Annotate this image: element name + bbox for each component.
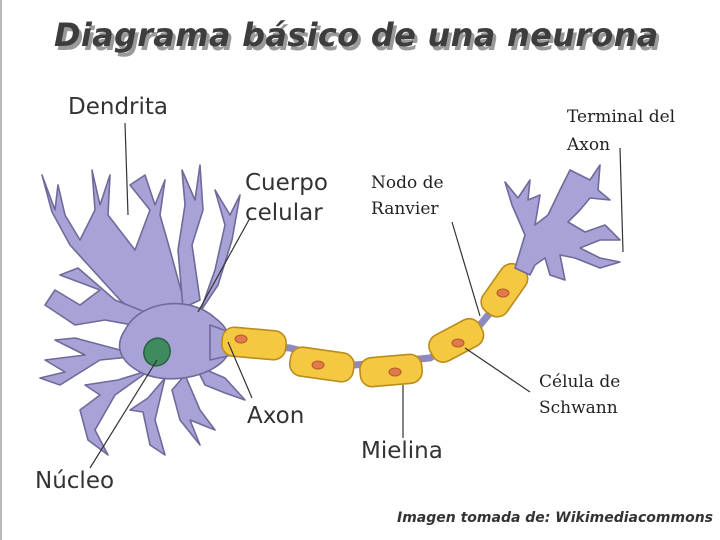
schwann-nuclei <box>234 288 510 377</box>
label-schwann-1: Célula de <box>539 372 621 392</box>
leader-lines <box>89 122 624 469</box>
label-schwann-2: Schwann <box>539 398 618 418</box>
slide-title: Diagrama básico de una neurona <box>54 16 659 54</box>
label-cuerpo-celular-2: celular <box>245 200 323 226</box>
label-mielina: Mielina <box>361 438 443 464</box>
cell-body-dendrites <box>39 164 246 456</box>
axon-terminal <box>504 164 621 281</box>
label-nodo-2: Ranvier <box>371 199 439 219</box>
label-nucleo: Núcleo <box>35 468 115 494</box>
slide-border <box>0 0 2 540</box>
title-shadow: Diagrama básico de una neurona <box>57 20 662 58</box>
label-terminal-2: Axon <box>567 135 611 155</box>
image-credit: Imagen tomada de: Wikimediacommons <box>397 510 713 526</box>
label-terminal-1: Terminal del <box>567 107 676 127</box>
nucleus <box>143 337 171 367</box>
label-dendrita: Dendrita <box>68 94 168 120</box>
label-cuerpo-celular-1: Cuerpo <box>245 170 328 196</box>
label-nodo-1: Nodo de <box>371 173 444 193</box>
label-axon: Axon <box>247 403 305 429</box>
